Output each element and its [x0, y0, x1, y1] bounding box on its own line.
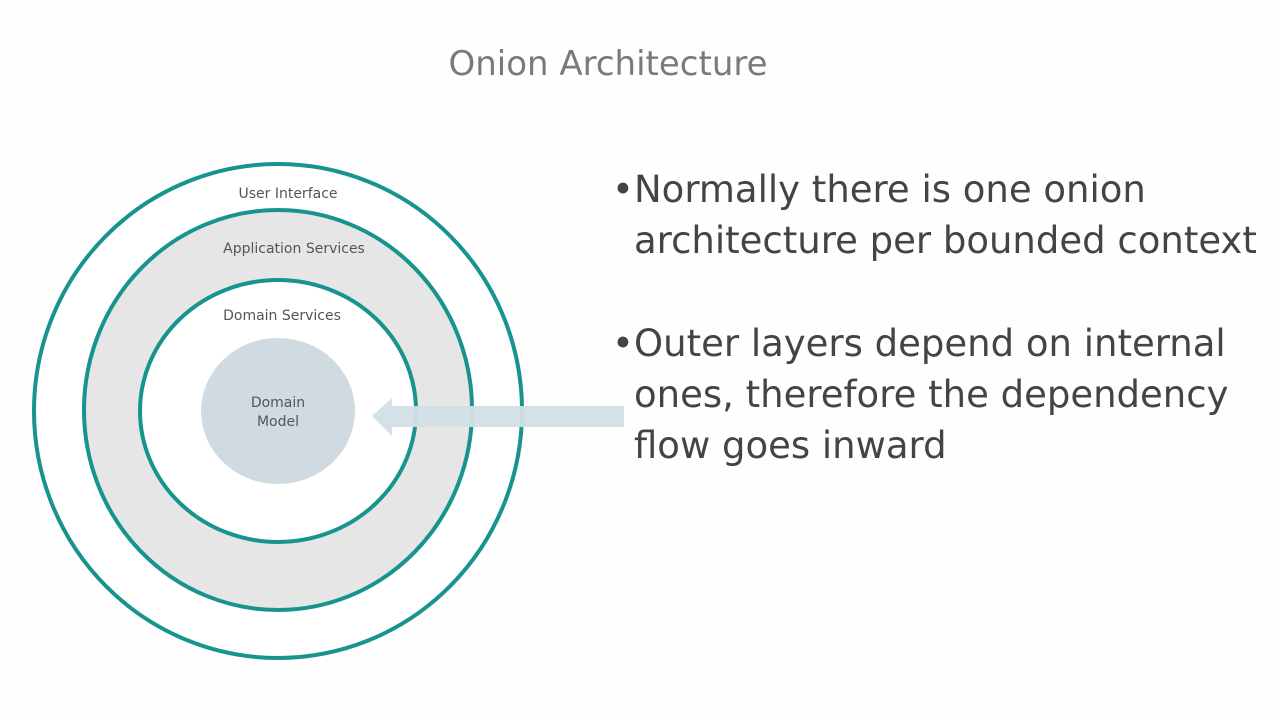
bullet-icon: •	[612, 322, 634, 365]
bullet-text: Outer layers depend on internal ones, th…	[634, 322, 1229, 467]
label-domain-services: Domain Services	[223, 308, 341, 324]
label-application-services: Application Services	[223, 241, 365, 257]
slide-title: Onion Architecture	[448, 44, 768, 84]
label-domain-model-line1: Domain	[251, 395, 305, 411]
label-domain-model-line2: Model	[257, 414, 299, 430]
dependency-arrow-icon	[372, 398, 624, 436]
domain-model-core	[201, 338, 355, 484]
bullet-item: • Normally there is one onion architectu…	[612, 164, 1272, 266]
bullet-icon: •	[612, 168, 634, 211]
bullet-text: Normally there is one onion architecture…	[634, 168, 1257, 262]
bullet-item: • Outer layers depend on internal ones, …	[612, 318, 1272, 471]
bullet-list: • Normally there is one onion architectu…	[612, 164, 1272, 523]
label-user-interface: User Interface	[238, 186, 337, 202]
